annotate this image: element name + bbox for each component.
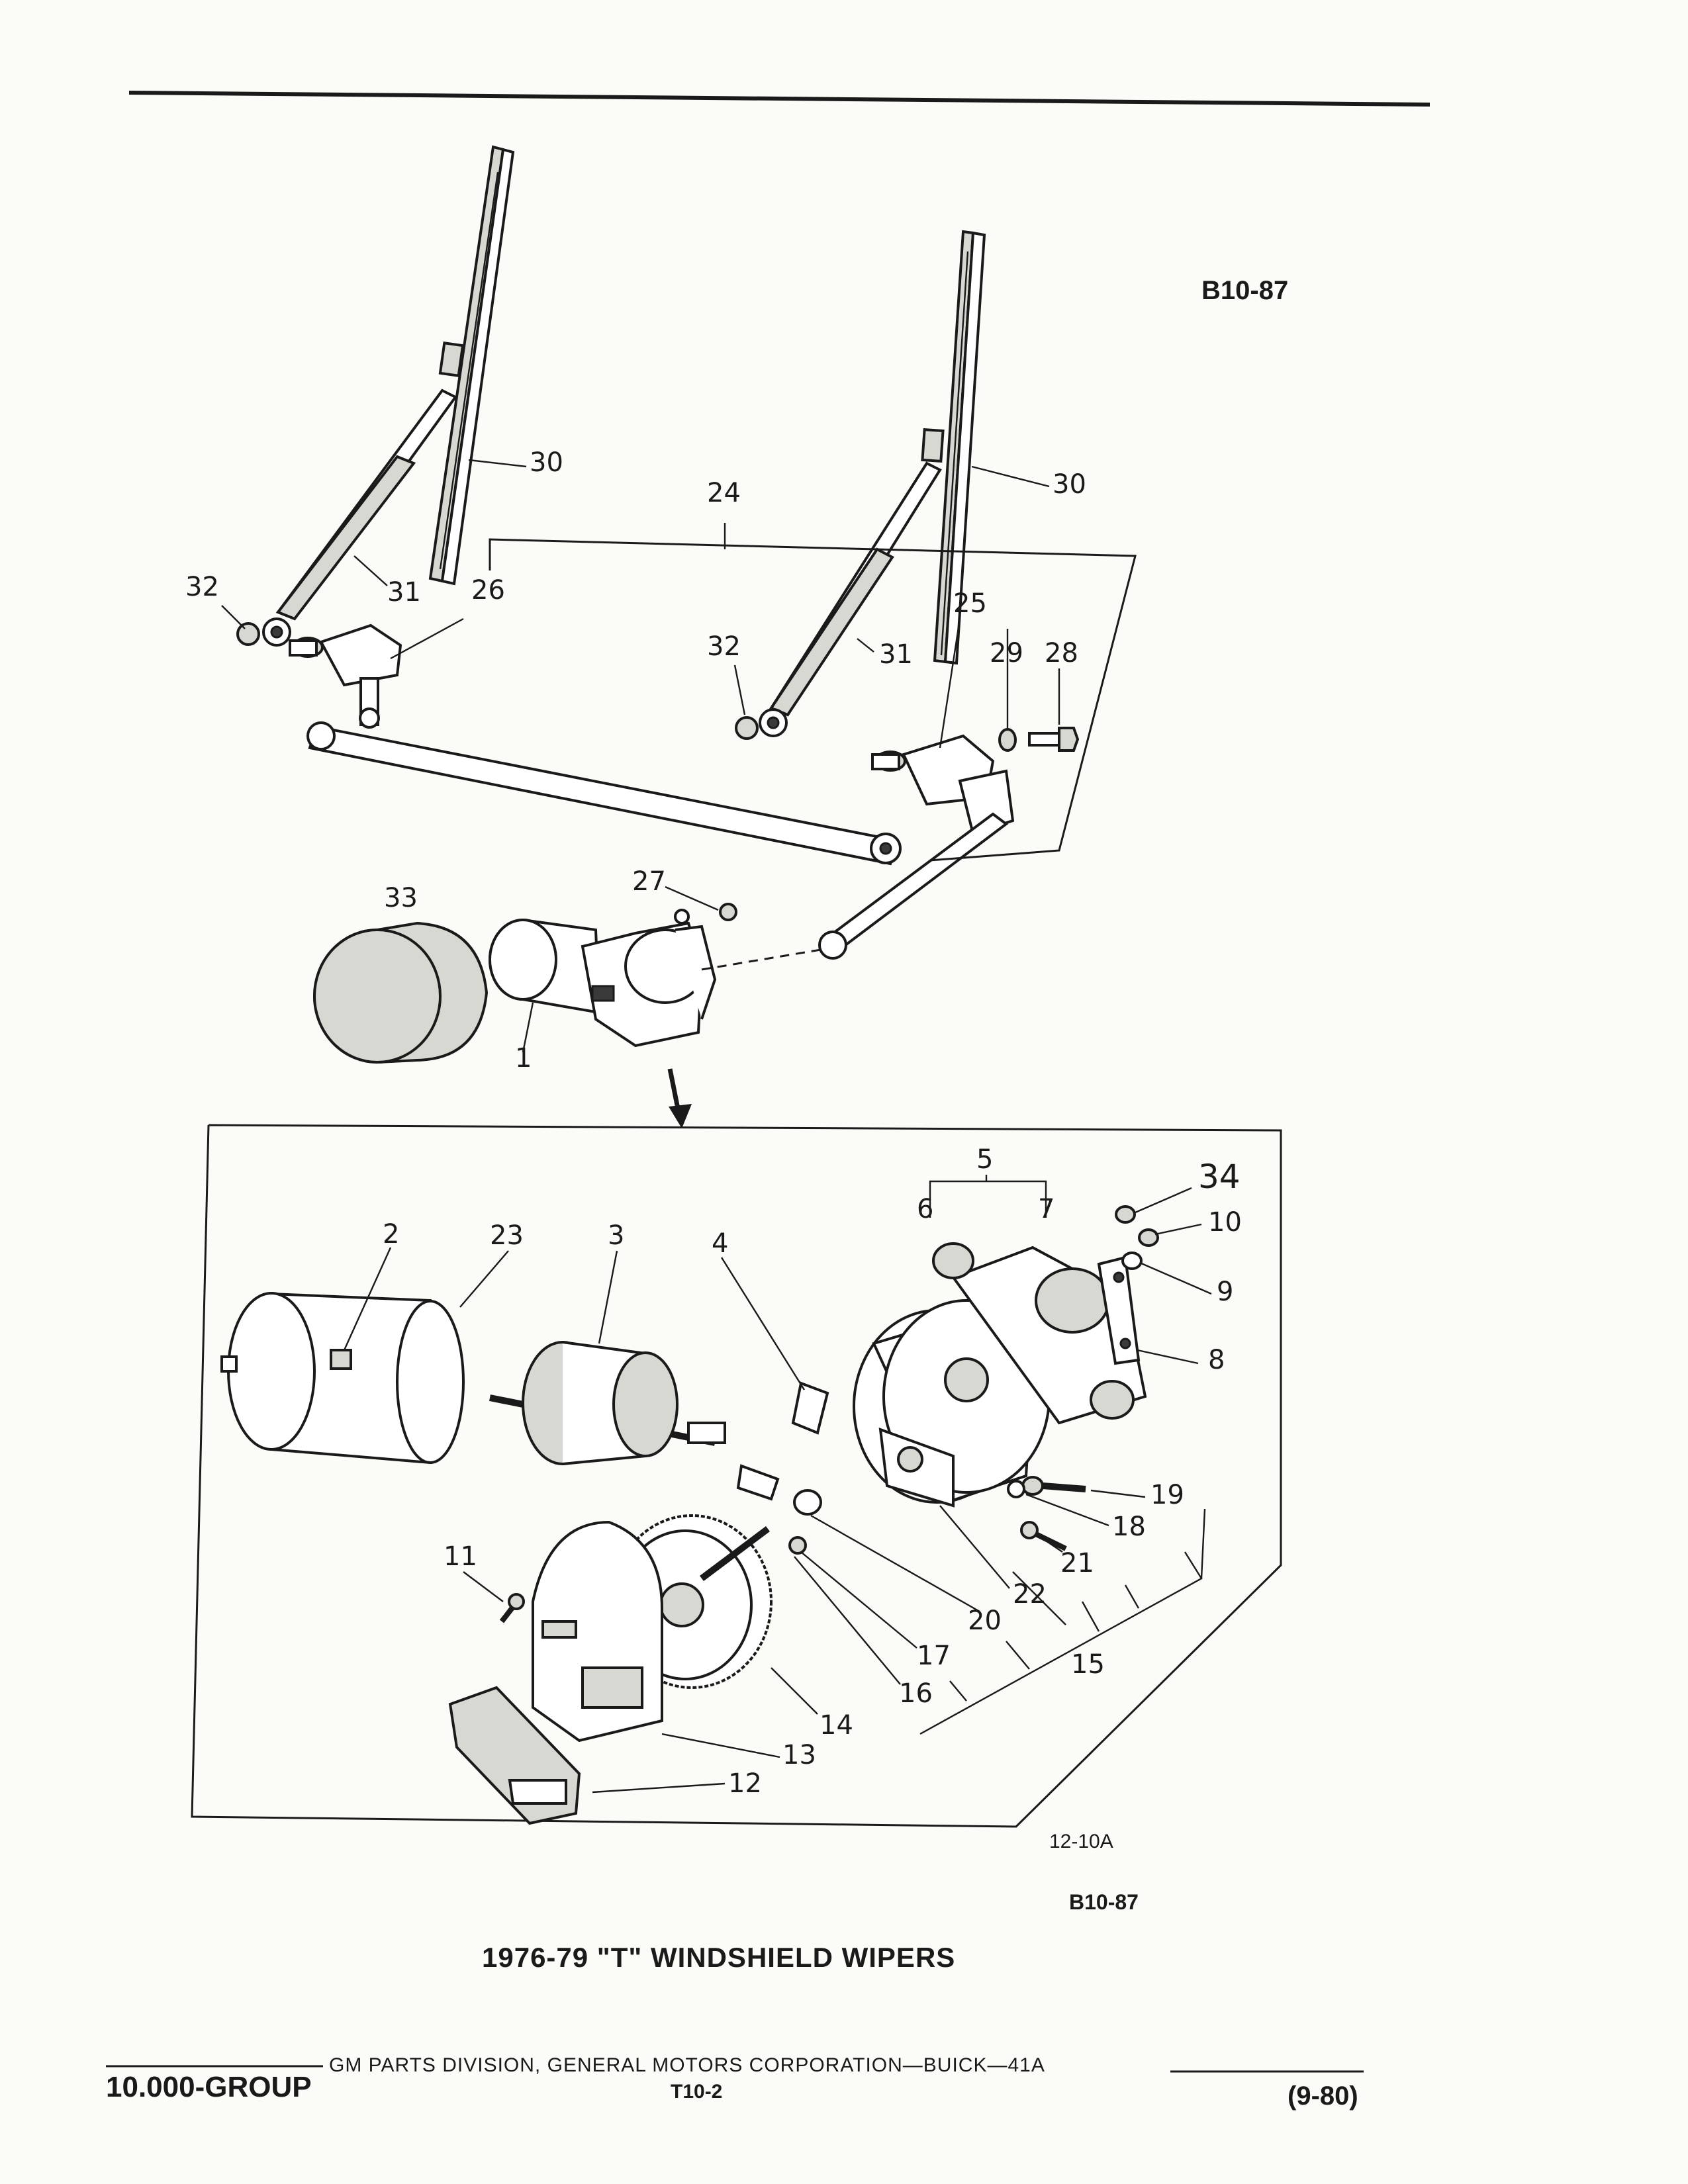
left-wiper-arm	[262, 388, 458, 647]
callout-29: 29	[990, 638, 1023, 668]
footer-group: 10.000-GROUP	[106, 2071, 312, 2103]
callout-13: 13	[782, 1740, 816, 1770]
detail-arrow	[667, 1068, 692, 1128]
left-wiper-blade	[428, 145, 515, 586]
pin-17	[788, 1536, 807, 1555]
motor-screw	[719, 903, 737, 921]
callout-6: 6	[917, 1194, 933, 1224]
detail-frame	[191, 1124, 1282, 1828]
right-wiper-blade	[921, 230, 986, 665]
left-pivot-assembly	[289, 623, 402, 729]
leader-lines	[221, 459, 1212, 1794]
callout-32: 32	[185, 572, 219, 602]
bracket-8	[1097, 1255, 1141, 1365]
callout-14: 14	[820, 1710, 853, 1741]
callout-23: 23	[490, 1220, 524, 1251]
footer-publisher: GM PARTS DIVISION, GENERAL MOTORS CORPOR…	[329, 2054, 1045, 2076]
callout-12: 12	[728, 1768, 762, 1799]
callout-20: 20	[968, 1606, 1002, 1636]
motor-cover	[313, 921, 489, 1064]
header-rule	[128, 91, 1430, 107]
callout-26: 26	[471, 575, 505, 606]
right-wiper-arm	[759, 461, 942, 737]
screw-19	[1021, 1476, 1086, 1496]
callout-19: 19	[1150, 1480, 1184, 1510]
figure-reference-code: B10-87	[1069, 1890, 1139, 1914]
drive-link-long	[306, 721, 902, 866]
header-reference-code: B10-87	[1201, 276, 1288, 305]
washer-9	[1121, 1251, 1143, 1270]
mounting-plate	[932, 1242, 1147, 1425]
footer-page-number: T10-2	[671, 2081, 722, 2103]
motor-housing	[220, 1292, 465, 1465]
callout-24: 24	[707, 478, 741, 508]
washer-18	[1007, 1480, 1025, 1498]
figure-code: 12-10A	[1049, 1831, 1113, 1852]
callout-7: 7	[1038, 1194, 1055, 1224]
brush-holder	[791, 1381, 829, 1435]
callout-3: 3	[608, 1220, 624, 1251]
callout-18: 18	[1112, 1512, 1146, 1542]
nut-34	[1115, 1205, 1136, 1224]
pivot-bolt	[1028, 727, 1080, 752]
callout-9: 9	[1217, 1277, 1233, 1307]
callout-21: 21	[1060, 1548, 1094, 1578]
callout-30: 30	[530, 447, 563, 478]
right-arm-nut	[735, 716, 759, 740]
screw-11	[499, 1593, 525, 1623]
callout-25: 25	[953, 588, 987, 619]
callout-17: 17	[917, 1641, 951, 1671]
callout-31: 31	[879, 639, 913, 670]
terminal-shield	[448, 1686, 581, 1825]
callout-5: 5	[976, 1144, 993, 1175]
screw-21	[1020, 1521, 1067, 1551]
callout-2: 2	[383, 1219, 399, 1250]
gearbox-cover	[532, 1520, 663, 1743]
crank-arm	[736, 1464, 780, 1501]
footer-date: (9-80)	[1288, 2081, 1358, 2111]
washer-20	[793, 1489, 822, 1516]
left-arm-nut	[236, 622, 260, 646]
callout-31: 31	[387, 577, 421, 608]
callout-4: 4	[712, 1228, 728, 1259]
callout-8: 8	[1208, 1345, 1225, 1375]
callout-30: 30	[1053, 469, 1086, 500]
callout-10: 10	[1208, 1207, 1242, 1238]
callout-1: 1	[515, 1043, 532, 1073]
pivot-washer	[998, 728, 1017, 752]
callout-34: 34	[1198, 1158, 1241, 1196]
callout-22: 22	[1013, 1579, 1047, 1610]
assembly-24-bracket	[489, 538, 1137, 862]
callout-11: 11	[444, 1541, 477, 1572]
callout-15: 15	[1071, 1649, 1105, 1680]
wiper-motor-assembly	[489, 909, 717, 1048]
callout-32: 32	[707, 631, 741, 662]
callout-labels: 30 30 24 32 31 26 25 32 31 29 28 33 27 1…	[185, 447, 1242, 1799]
nut-10	[1138, 1228, 1159, 1247]
callout-16: 16	[899, 1678, 933, 1709]
callout-28: 28	[1045, 638, 1078, 668]
right-pivot-assembly	[818, 734, 1015, 960]
callout-27: 27	[632, 866, 666, 897]
callout-33: 33	[384, 883, 418, 913]
figure-caption: 1976-79 "T" WINDSHIELD WIPERS	[482, 1942, 955, 1973]
armature	[489, 1341, 726, 1465]
